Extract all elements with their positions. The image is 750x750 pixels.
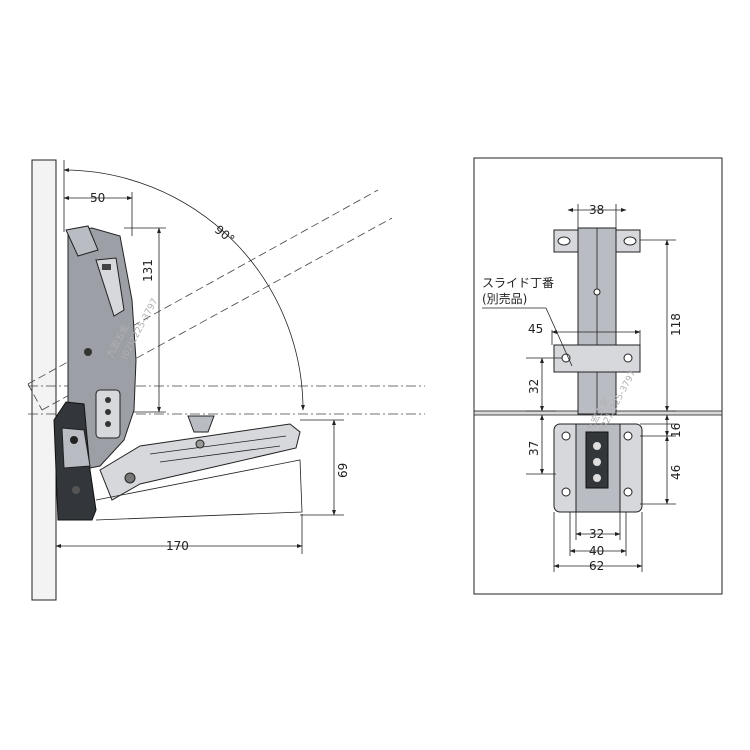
angle-arc: [63, 168, 305, 411]
hinge-slot: [102, 264, 111, 270]
note-slide-hinge: スライド丁番: [482, 276, 554, 290]
dim-46-label: 46: [669, 465, 683, 480]
block-hole-bl: [561, 487, 571, 497]
side-view: 90° 50 131: [27, 159, 425, 601]
dim-118-label: 118: [669, 313, 683, 336]
block-hole-br: [623, 487, 633, 497]
stay-pivot: [124, 472, 136, 484]
dim-38-label: 38: [589, 203, 604, 217]
note-leader: [545, 307, 573, 367]
dim-69-label: 69: [336, 463, 350, 478]
dim-32b-label: 32: [589, 527, 604, 541]
dim-40-label: 40: [589, 544, 604, 558]
dim-45-label: 45: [528, 322, 543, 336]
dim-170-label: 170: [166, 539, 189, 553]
middle-plate: [553, 344, 641, 373]
note-sold-separately: (別売品): [482, 291, 527, 306]
door-bracket-clip: [187, 415, 215, 433]
front-view-frame: [473, 157, 723, 595]
adjuster-screw-2: [105, 409, 111, 415]
angle-label: 90°: [212, 222, 237, 246]
dim-32l-label: 32: [527, 379, 541, 394]
hinge-pivot-upper: [84, 348, 92, 356]
dim-131-label: 131: [141, 259, 155, 282]
rail-hole: [593, 288, 601, 296]
dim-37-label: 37: [527, 441, 541, 456]
block-hole-tr: [623, 431, 633, 441]
middle-hole-right: [623, 353, 633, 363]
front-view: 38 118 45 スライド丁番 (別売品) 32 37 16 46: [473, 157, 723, 595]
stay-arm: [99, 423, 301, 501]
mounting-base-cover: [61, 427, 91, 469]
stay-arm-groove-2: [159, 445, 281, 463]
lower-housing-outline: [95, 459, 303, 521]
dim-16-label: 16: [669, 423, 683, 438]
hinge-top-cap: [65, 225, 99, 257]
cabinet-side-panel: [31, 159, 57, 601]
dim-50-label: 50: [90, 191, 105, 205]
mount-screw-2: [72, 486, 80, 494]
hinge-arm-highlight: [95, 257, 125, 317]
open-door-outline-end: [27, 383, 43, 411]
upper-hole-right: [623, 236, 637, 246]
upper-hole-left: [557, 236, 571, 246]
stay-arm-groove: [149, 435, 287, 455]
adjuster-screw-1: [105, 397, 111, 403]
core-screw-3: [593, 474, 601, 482]
core-screw-2: [593, 458, 601, 466]
block-hole-tl: [561, 431, 571, 441]
adjuster-screw-3: [105, 421, 111, 427]
stay-mid-rivet: [195, 439, 205, 449]
core-screw-1: [593, 442, 601, 450]
dim-62-label: 62: [589, 559, 604, 573]
mount-screw-1: [70, 436, 78, 444]
